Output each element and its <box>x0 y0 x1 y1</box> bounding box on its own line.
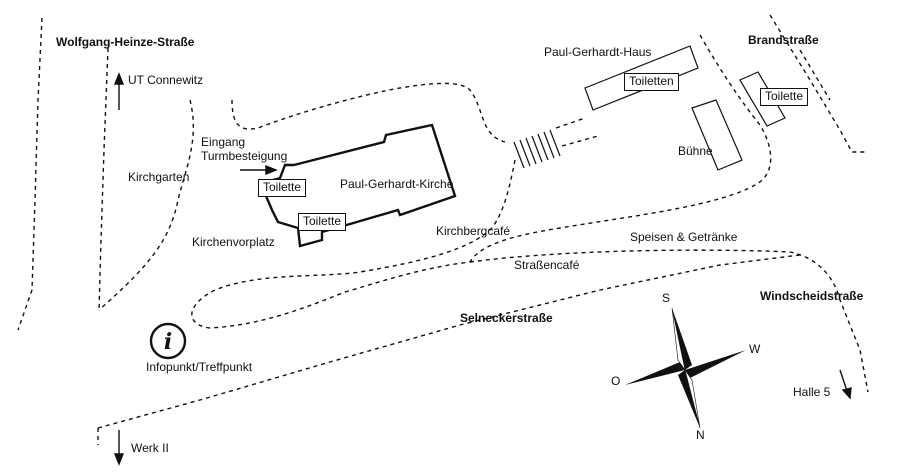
brandstrasse-line-left <box>769 14 866 153</box>
toilet-church-upper: Toilette <box>258 179 307 197</box>
ut-connewitz-arrow <box>113 72 125 110</box>
direction-label-werk-ii: Werk II <box>131 441 169 455</box>
place-label-speisen: Speisen & Getränke <box>630 230 738 244</box>
toilet-church-lower: Toilette <box>298 213 347 231</box>
werk-ii-arrow <box>113 430 125 466</box>
place-label-kirchbergcafe: Kirchbergcafé <box>436 224 511 238</box>
place-label-buehne: Bühne <box>678 144 713 158</box>
steps <box>513 129 561 169</box>
compass-rose-icon <box>625 307 746 429</box>
svg-text:i: i <box>164 329 172 355</box>
street-label-selnecker: Selneckerstraße <box>460 311 553 325</box>
speisen-road <box>469 249 869 393</box>
info-icon: i <box>149 322 187 360</box>
halle-5-arrow <box>839 369 852 400</box>
place-label-infopunkt: Infopunkt/Treffpunkt <box>146 360 253 374</box>
direction-label-halle-5: Halle 5 <box>793 385 831 399</box>
street-label-windscheid: Windscheidstraße <box>760 289 864 303</box>
kirchberg-path-lower <box>344 261 471 293</box>
compass-label-north: N <box>696 428 705 442</box>
kirchgarten-path <box>98 99 194 311</box>
buehne-building <box>691 99 743 171</box>
place-label-paul-gerhardt-haus: Paul-Gerhardt-Haus <box>544 45 652 59</box>
compass-label-south: S <box>662 291 671 305</box>
eingang-line-2: Turmbesteigung <box>201 148 288 163</box>
place-label-strassencafe: Straßencafé <box>514 258 580 272</box>
eingang-arrow <box>240 164 278 176</box>
place-label-church: Paul-Gerhardt-Kirche <box>340 177 454 191</box>
place-label-kirchenvorplatz: Kirchenvorplatz <box>192 235 275 249</box>
grounds-right-boundary <box>469 34 772 263</box>
place-label-kirchgarten: Kirchgarten <box>128 170 190 184</box>
brandstrasse-line-upper <box>799 49 831 101</box>
church-ground-boundary <box>231 82 506 143</box>
brand-toilet-building <box>739 71 786 127</box>
steps-connector <box>561 135 599 147</box>
street-label-wolfgang-heinze: Wolfgang-Heinze-Straße <box>56 35 195 49</box>
place-label-eingang: Eingang Turmbesteigung <box>201 135 288 164</box>
selnecker-road <box>97 254 801 429</box>
toilet-haus: Toiletten <box>624 73 679 91</box>
direction-label-ut-connewitz: UT Connewitz <box>128 73 204 87</box>
compass-label-west: W <box>749 342 761 356</box>
steps-connector-upper <box>555 117 586 129</box>
compass-label-east: O <box>611 374 621 388</box>
toilet-brand: Toilette <box>760 88 809 106</box>
kirchberg-path <box>191 159 516 329</box>
boundary-left-inner <box>98 47 109 311</box>
paul-gerhardt-haus-building <box>584 45 699 111</box>
eingang-line-1: Eingang <box>201 135 246 149</box>
boundary-left-outer <box>17 17 43 331</box>
street-label-brandstrasse: Brandstraße <box>748 33 819 47</box>
